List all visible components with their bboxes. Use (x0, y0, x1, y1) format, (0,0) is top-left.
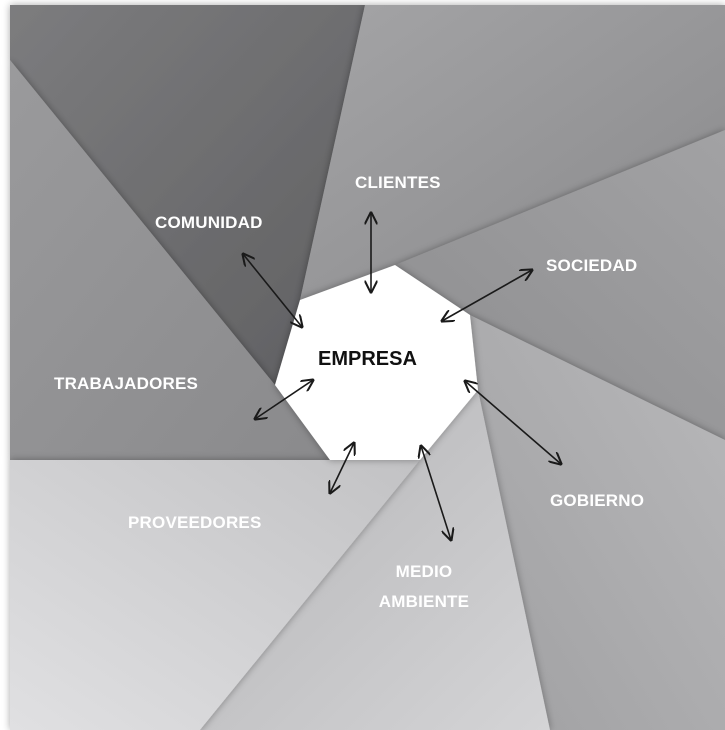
relation-arrows (243, 213, 561, 540)
center-label-empresa: EMPRESA (318, 348, 417, 370)
arrow-trabajadores (255, 380, 313, 419)
arrow-sociedad (442, 270, 532, 321)
segment-medio-ambiente (200, 390, 550, 730)
segment-trabajadores (10, 60, 330, 460)
arrow-gobierno (465, 381, 561, 464)
label-ambiente: AMBIENTE (378, 592, 470, 611)
label-comunidad: COMUNIDAD (155, 213, 263, 232)
label-sociedad: SOCIEDAD (546, 256, 638, 275)
segment-clientes (300, 5, 725, 300)
label-proveedores: PROVEEDORES (128, 513, 262, 532)
label-clientes: CLIENTES (355, 173, 441, 192)
segment-sociedad (395, 130, 725, 440)
arrow-medio-ambiente (421, 446, 451, 540)
segment-proveedores (10, 460, 420, 730)
arrow-comunidad (243, 254, 302, 327)
center-shape (275, 265, 478, 460)
label-medio-ambiente: MEDIO AMBIENTE (370, 557, 478, 617)
label-medio: MEDIO (395, 562, 453, 581)
label-trabajadores: TRABAJADORES (54, 374, 199, 393)
label-gobierno: GOBIERNO (550, 491, 645, 510)
arrow-proveedores (330, 443, 354, 493)
